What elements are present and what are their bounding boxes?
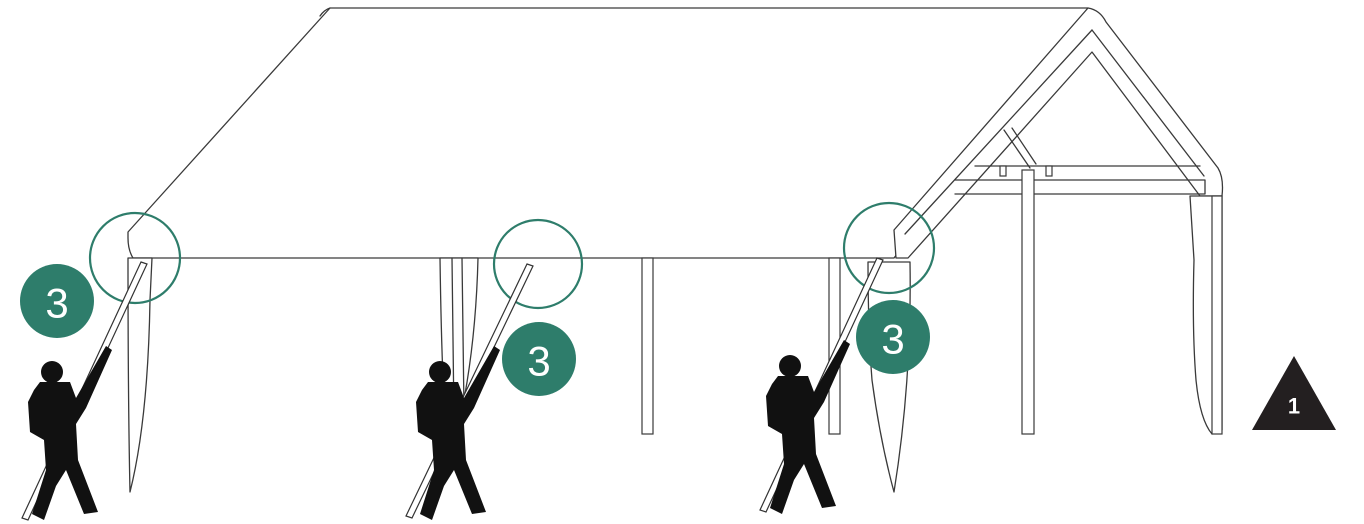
step-number: 3 (45, 280, 68, 327)
step-badge-left: 3 (20, 264, 94, 338)
step-number: 3 (527, 338, 550, 385)
right-side-curtain (1190, 196, 1222, 434)
person-silhouette-icon (28, 346, 112, 520)
step-badge-right: 3 (856, 300, 930, 374)
step-badge-middle: 3 (502, 322, 576, 396)
step-number: 3 (881, 316, 904, 363)
warning-number: 1 (1288, 394, 1300, 419)
warning-triangle-icon: 1 (1252, 356, 1336, 430)
tent-canopy (128, 8, 1088, 258)
